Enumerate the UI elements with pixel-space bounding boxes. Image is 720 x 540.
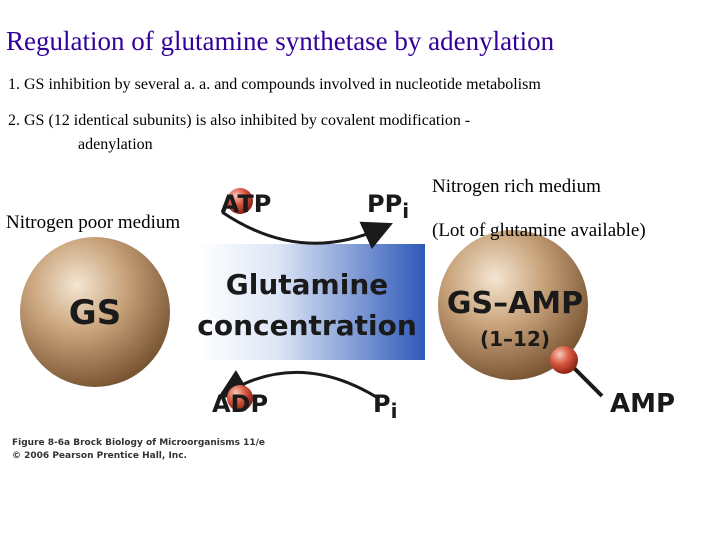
center-label-line1: Glutamine (226, 268, 389, 301)
nitrogen-rich-label: Nitrogen rich medium (432, 176, 601, 197)
gs-sphere: GS (20, 237, 170, 387)
atp-ball (227, 188, 253, 214)
subunit-range-label: (1–12) (480, 327, 550, 351)
ppi-main: PP (367, 190, 402, 218)
gs-sphere-label: GS (69, 293, 121, 333)
nitrogen-poor-label: Nitrogen poor medium (6, 212, 181, 233)
center-label-line2: concentration (197, 309, 417, 342)
pi-label: Pi (373, 390, 397, 423)
amp-label: AMP (610, 389, 675, 419)
glutamine-available-note: (Lot of glutamine available) (432, 220, 646, 241)
point-2: 2. GS (12 identical subunits) is also in… (8, 112, 471, 129)
gs-amp-label: GS–AMP (447, 286, 583, 321)
pi-sub: i (391, 399, 398, 423)
point-2-continuation: adenylation (78, 136, 153, 153)
adp-label: ADP (212, 390, 268, 418)
glutamine-concentration-arrow: Glutamine concentration (186, 232, 425, 372)
ppi-label: PPi (367, 190, 409, 223)
point-1: 1. GS inhibition by several a. a. and co… (8, 76, 541, 93)
gs-amp-sphere: GS–AMP (1–12) AMP (438, 230, 675, 419)
adp-ball (227, 385, 253, 411)
deadenylation-reaction-arrow: ADP Pi (212, 369, 397, 423)
pi-main: P (373, 390, 391, 418)
atp-label: ATP (221, 190, 272, 218)
figure-credit-line1: Figure 8-6a Brock Biology of Microorgani… (12, 438, 265, 448)
figure-credit-line2: © 2006 Pearson Prentice Hall, Inc. (12, 451, 187, 461)
ppi-sub: i (402, 199, 409, 223)
adenylation-reaction-arrow: ATP PPi (221, 188, 409, 250)
amp-ball (550, 346, 578, 374)
slide-title: Regulation of glutamine synthetase by ad… (6, 26, 555, 56)
